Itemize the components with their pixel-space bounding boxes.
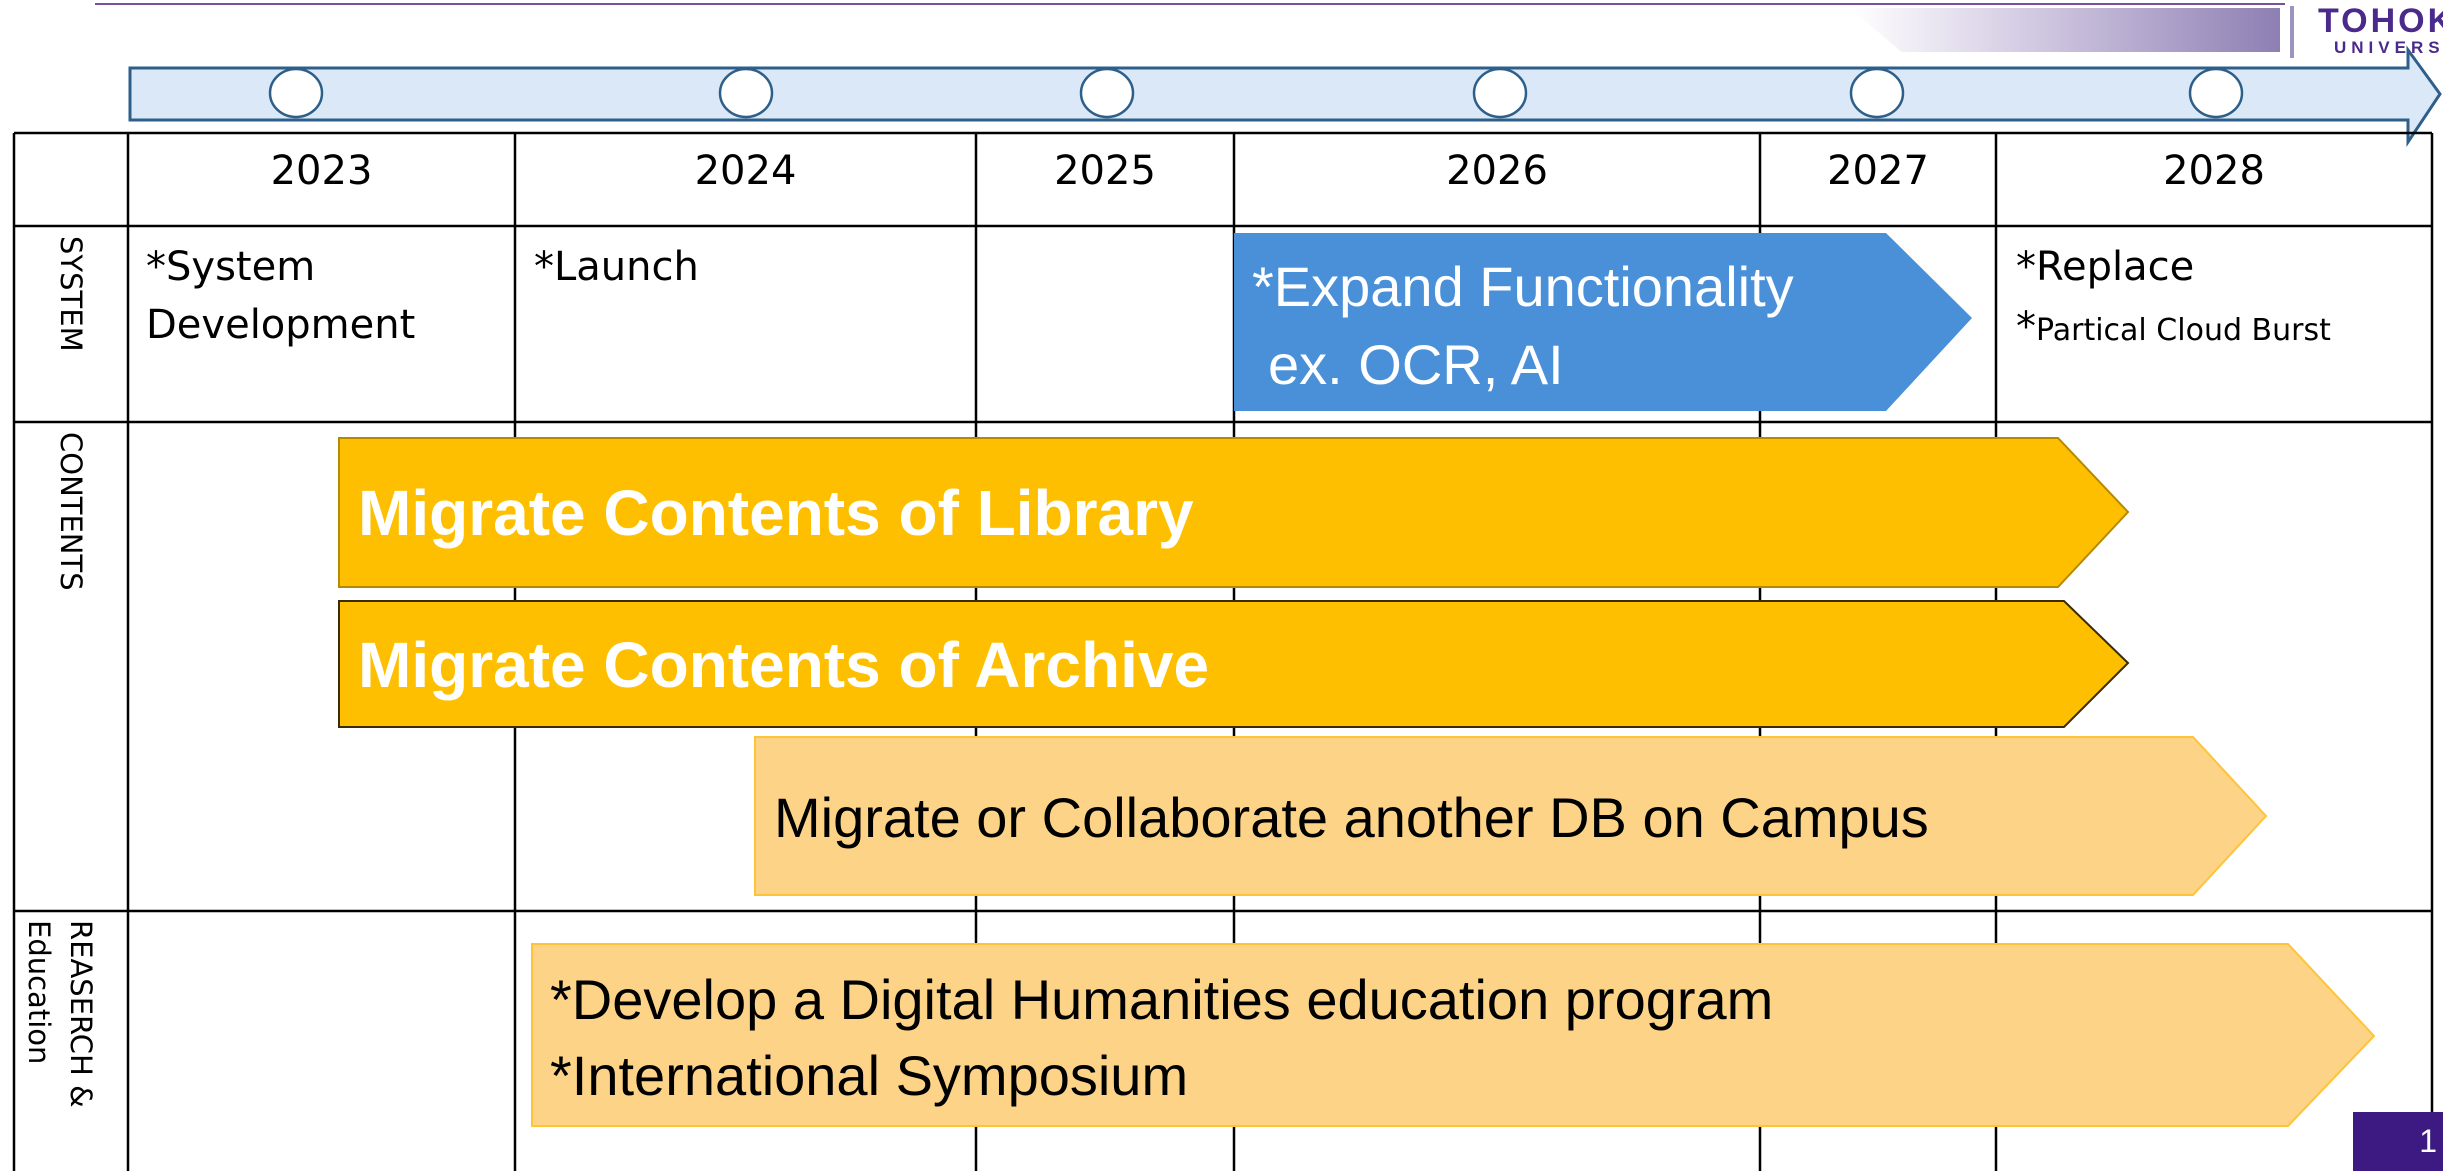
year-header-2025: 2025 (1054, 148, 1156, 194)
expand-functionality-line2: ex. OCR, AI (1268, 333, 1564, 396)
cloud-burst-text: Partical Cloud Burst (2036, 313, 2331, 348)
timeline-marker-2025 (1079, 67, 1135, 119)
timeline-marker-2024 (718, 67, 774, 119)
expand-functionality-arrow (1234, 233, 1972, 411)
research-line-symposium: *International Symposium (550, 1044, 1189, 1107)
timeline-arrow (128, 45, 2442, 147)
timeline-marker-2027 (1849, 67, 1905, 119)
migrate-archive-arrow (338, 600, 2130, 728)
timeline-marker-2028 (2188, 67, 2244, 119)
migrate-campus-arrow (754, 736, 2268, 896)
system-launch-note: *Launch (534, 244, 699, 290)
page-number-badge: 1 (2353, 1112, 2443, 1171)
year-header-2024: 2024 (694, 148, 797, 194)
year-header-2026: 2026 (1446, 148, 1548, 194)
logo-divider (2290, 6, 2294, 58)
row-label-research-line2: Education (21, 920, 56, 1065)
year-header-2027: 2027 (1827, 148, 1929, 194)
university-logo-subtitle: UNIVERSITY (2334, 38, 2443, 57)
year-header-2028: 2028 (2163, 148, 2265, 194)
timeline-marker-2023 (268, 67, 324, 119)
header-rule (95, 3, 2285, 5)
migrate-campus-label: Migrate or Collaborate another DB on Cam… (774, 786, 1929, 849)
system-development-line2: Development (146, 302, 416, 348)
cloud-burst-star: * (2016, 304, 2036, 350)
row-label-research-line1: REASERCH & (63, 920, 98, 1108)
row-label-contents: CONTENTS (53, 432, 88, 591)
year-header-2023: 2023 (270, 148, 373, 194)
row-label-system: SYSTEM (53, 236, 88, 352)
header-gradient-band (1850, 8, 2280, 52)
migrate-library-arrow (338, 437, 2130, 588)
system-replace-note: *Replace (2016, 244, 2195, 290)
system-development-line1: *System (146, 244, 316, 290)
system-cloud-burst-note: *Partical Cloud Burst (2016, 298, 2331, 360)
migrate-library-label: Migrate Contents of Library (358, 477, 1194, 549)
research-education-arrow (531, 943, 2376, 1127)
timeline-marker-2026 (1472, 67, 1528, 119)
row-label-research: REASERCH & Education (16, 920, 98, 1120)
migrate-archive-label: Migrate Contents of Archive (358, 629, 1210, 701)
research-line-education: *Develop a Digital Humanities education … (550, 968, 1774, 1031)
expand-functionality-line1: *Expand Functionality (1252, 255, 1794, 318)
